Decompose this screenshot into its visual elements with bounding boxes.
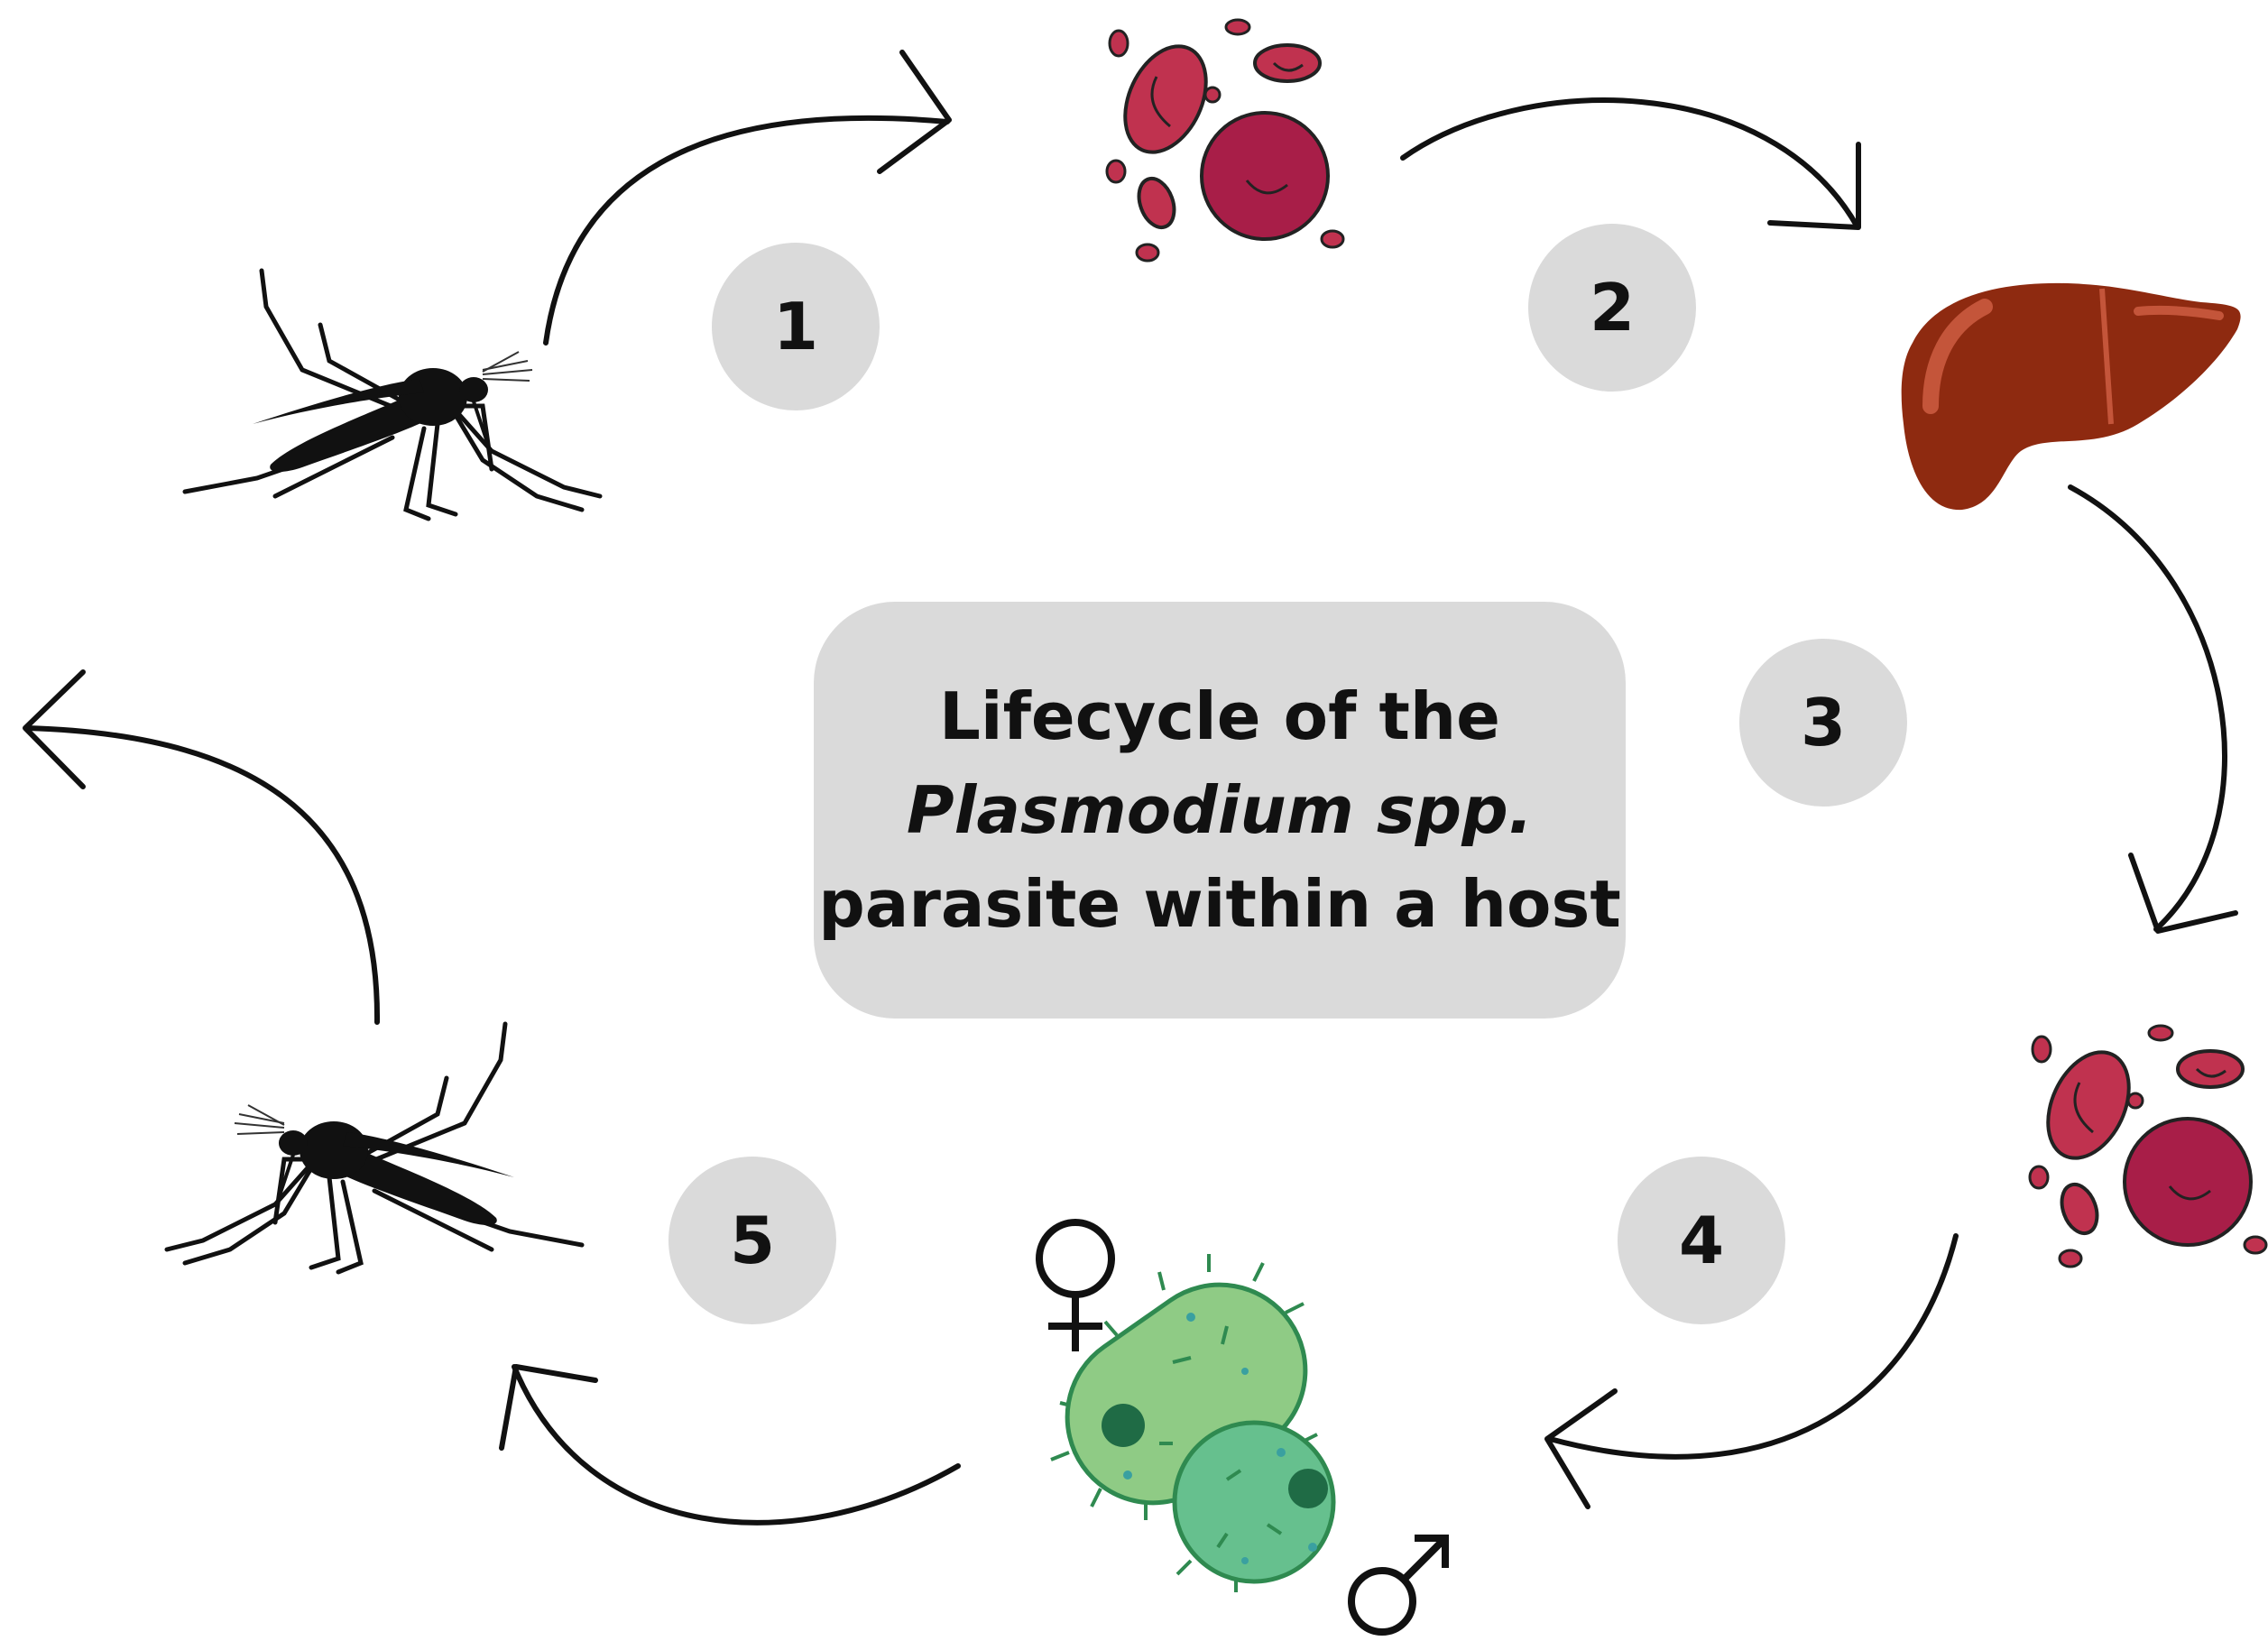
arrow-6: [24, 725, 381, 1025]
red-blood-cells-icon: [1105, 18, 1345, 263]
arrow-3: [2068, 484, 2227, 932]
arrow-2: [1400, 97, 1859, 228]
step-4-circle: 4: [1618, 1157, 1785, 1324]
step-2-number: 2: [1589, 270, 1636, 346]
title-line-1: Lifecycle of the: [939, 678, 1500, 754]
arrow-5-head: [499, 1364, 598, 1451]
male-symbol-icon: [1348, 1535, 1449, 1636]
cycle-arrows: [23, 50, 2238, 1526]
arrow-3-head: [2128, 853, 2238, 934]
arrow-1: [543, 115, 950, 346]
title-box: Lifecycle of the Plasmodium spp. parasit…: [814, 602, 1626, 1019]
mosquito-icon: [167, 1024, 582, 1272]
arrow-5: [512, 1364, 961, 1526]
arrow-1-head: [877, 50, 952, 174]
step-1-number: 1: [772, 289, 819, 364]
step-3-number: 3: [1800, 685, 1847, 761]
red-blood-cells-icon: [2028, 1024, 2268, 1268]
gametocyte-cells-icon: [1050, 1254, 1336, 1592]
step-5-number: 5: [729, 1203, 776, 1278]
liver-icon: [1901, 282, 2241, 511]
arrow-4-head: [1544, 1388, 1618, 1509]
title-line-2: Plasmodium spp.: [906, 772, 1534, 848]
arrow-4: [1547, 1233, 1959, 1460]
arrow-2-head: [1767, 142, 1861, 230]
step-3-circle: 3: [1739, 639, 1907, 807]
mosquito-icon: [185, 271, 600, 519]
step-5-circle: 5: [668, 1157, 836, 1324]
arrow-6-head: [23, 669, 86, 789]
title-line-3: parasite within a host: [818, 866, 1621, 942]
step-4-number: 4: [1678, 1203, 1725, 1278]
female-symbol-icon: [1036, 1219, 1115, 1351]
step-1-circle: 1: [712, 243, 880, 410]
step-2-circle: 2: [1528, 224, 1696, 392]
